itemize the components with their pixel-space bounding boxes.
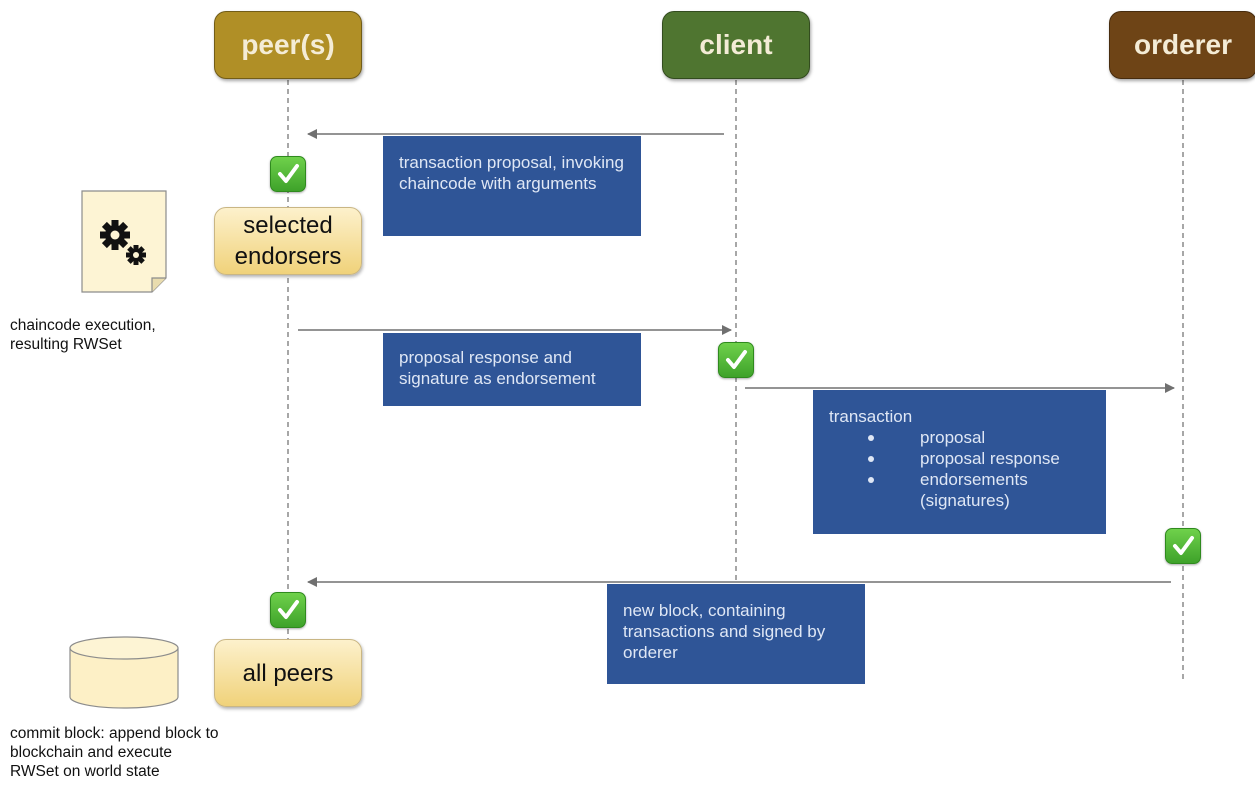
message-transaction: transaction proposal proposal response e… (813, 390, 1106, 534)
actor-orderer: orderer (1109, 11, 1255, 79)
actor-peers: peer(s) (214, 11, 362, 79)
database-cylinder-icon (69, 636, 179, 709)
transaction-item: proposal response (829, 448, 1090, 469)
message-transaction-proposal: transaction proposal, invoking chaincode… (383, 136, 641, 236)
note-commit-block: commit block: append block to blockchain… (10, 725, 219, 780)
transaction-item: endorsements (signatures) (829, 469, 1090, 511)
message-new-block: new block, containing transactions and s… (607, 584, 865, 684)
transaction-item: proposal (829, 427, 1090, 448)
note-chaincode-execution: chaincode execution, resulting RWSet (10, 317, 156, 353)
actor-client: client (662, 11, 810, 79)
transaction-item-list: proposal proposal response endorsements … (829, 427, 1090, 511)
check-mark-icon (1165, 528, 1201, 564)
gears-document-icon (81, 190, 167, 293)
all-peers-box: all peers (214, 639, 362, 707)
check-mark-icon (270, 592, 306, 628)
selected-endorsers-box: selected endorsers (214, 207, 362, 275)
check-mark-icon (718, 342, 754, 378)
check-mark-icon (270, 156, 306, 192)
transaction-title: transaction (829, 407, 913, 426)
message-proposal-response: proposal response and signature as endor… (383, 333, 641, 406)
